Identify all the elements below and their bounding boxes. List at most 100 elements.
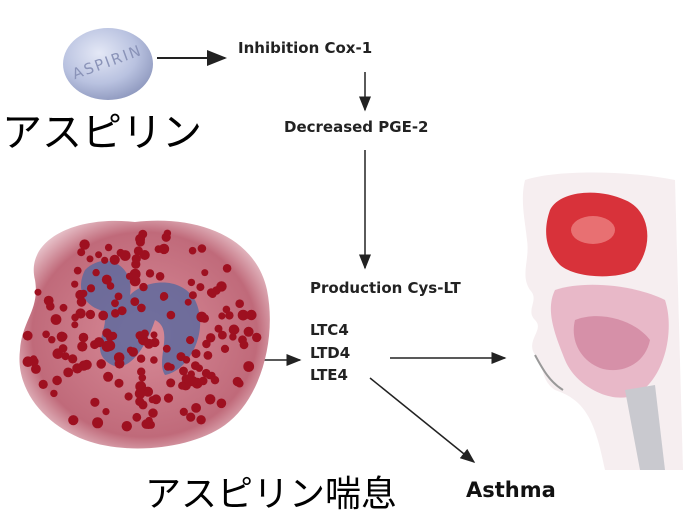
granule [106, 334, 114, 342]
granule [235, 299, 244, 308]
granule [58, 344, 68, 353]
granule [243, 326, 254, 337]
granule [86, 284, 96, 293]
granule [125, 272, 134, 280]
granule [63, 367, 74, 378]
granule [114, 292, 123, 301]
granule [104, 243, 113, 252]
granule [77, 248, 86, 257]
granule [101, 274, 112, 285]
granule [71, 280, 79, 288]
granule [68, 354, 78, 364]
granule [143, 338, 154, 349]
granule [124, 392, 133, 401]
granule [31, 364, 41, 374]
arrow-leukotrienes-to-asthma [369, 377, 476, 463]
mast-cell-illustration [19, 220, 270, 449]
granule [155, 272, 165, 281]
granule [181, 374, 191, 384]
granule [131, 254, 141, 264]
granule [96, 359, 106, 369]
granule [218, 312, 226, 320]
granule [86, 255, 94, 263]
granule [34, 288, 42, 296]
granule [148, 408, 158, 418]
granule [109, 254, 120, 265]
granule [239, 340, 249, 350]
granule [134, 388, 146, 399]
granule [75, 308, 86, 319]
granule [71, 321, 79, 329]
granule [252, 332, 262, 343]
granule [56, 331, 67, 341]
granule [179, 407, 188, 416]
granule [101, 256, 109, 264]
granule [117, 306, 127, 316]
granule [158, 243, 170, 255]
granule [206, 333, 216, 343]
granule [179, 366, 188, 376]
granule [201, 269, 209, 277]
asthma-label: Asthma [466, 478, 556, 502]
granule [163, 229, 172, 237]
granule [111, 309, 120, 318]
granule [140, 329, 149, 338]
decreased-pge2-label: Decreased PGE-2 [284, 118, 429, 136]
granule [130, 297, 140, 306]
granule [222, 305, 231, 314]
granule [182, 356, 191, 364]
granule [188, 246, 197, 255]
aspirin-tablet-icon: ASPIRIN [63, 28, 153, 100]
granule [243, 361, 255, 372]
granule [29, 355, 38, 363]
granule [80, 289, 88, 298]
granule [195, 364, 203, 372]
production-cyslt-label: Production Cys-LT [310, 279, 461, 297]
granule [50, 389, 58, 398]
granule [237, 309, 249, 321]
granule [119, 250, 131, 261]
granule [85, 309, 96, 320]
granule [245, 311, 254, 320]
granule [197, 244, 207, 253]
granule [137, 367, 146, 376]
granule [78, 332, 89, 343]
granule [186, 336, 195, 345]
granule [135, 397, 145, 407]
granule [139, 282, 148, 292]
granule [178, 381, 187, 390]
granule [50, 314, 62, 325]
granule [68, 415, 79, 426]
granule [121, 421, 132, 432]
granule [163, 393, 174, 403]
granule [225, 311, 234, 320]
granule [163, 362, 173, 371]
granule [150, 356, 158, 364]
granule [205, 394, 216, 405]
nasal-airway-illustration [522, 172, 683, 470]
cell-granules [22, 229, 262, 432]
granule [79, 239, 90, 250]
granule [102, 408, 110, 416]
granule [162, 344, 171, 353]
granule [196, 283, 205, 292]
granule [214, 324, 223, 333]
granule [150, 331, 158, 339]
granule [92, 417, 104, 429]
granule [198, 376, 208, 386]
granule [205, 372, 213, 380]
granule [196, 311, 207, 323]
granule [218, 330, 227, 340]
granule [186, 412, 196, 422]
granule [137, 303, 146, 313]
granule [38, 379, 48, 389]
granule [52, 375, 62, 386]
granule [90, 340, 100, 350]
ltc4-label: LTC4 [310, 321, 349, 339]
granule [229, 333, 237, 341]
ltd4-label: LTD4 [310, 344, 351, 362]
granule [103, 371, 114, 382]
granule [90, 397, 100, 407]
granule [114, 358, 125, 369]
